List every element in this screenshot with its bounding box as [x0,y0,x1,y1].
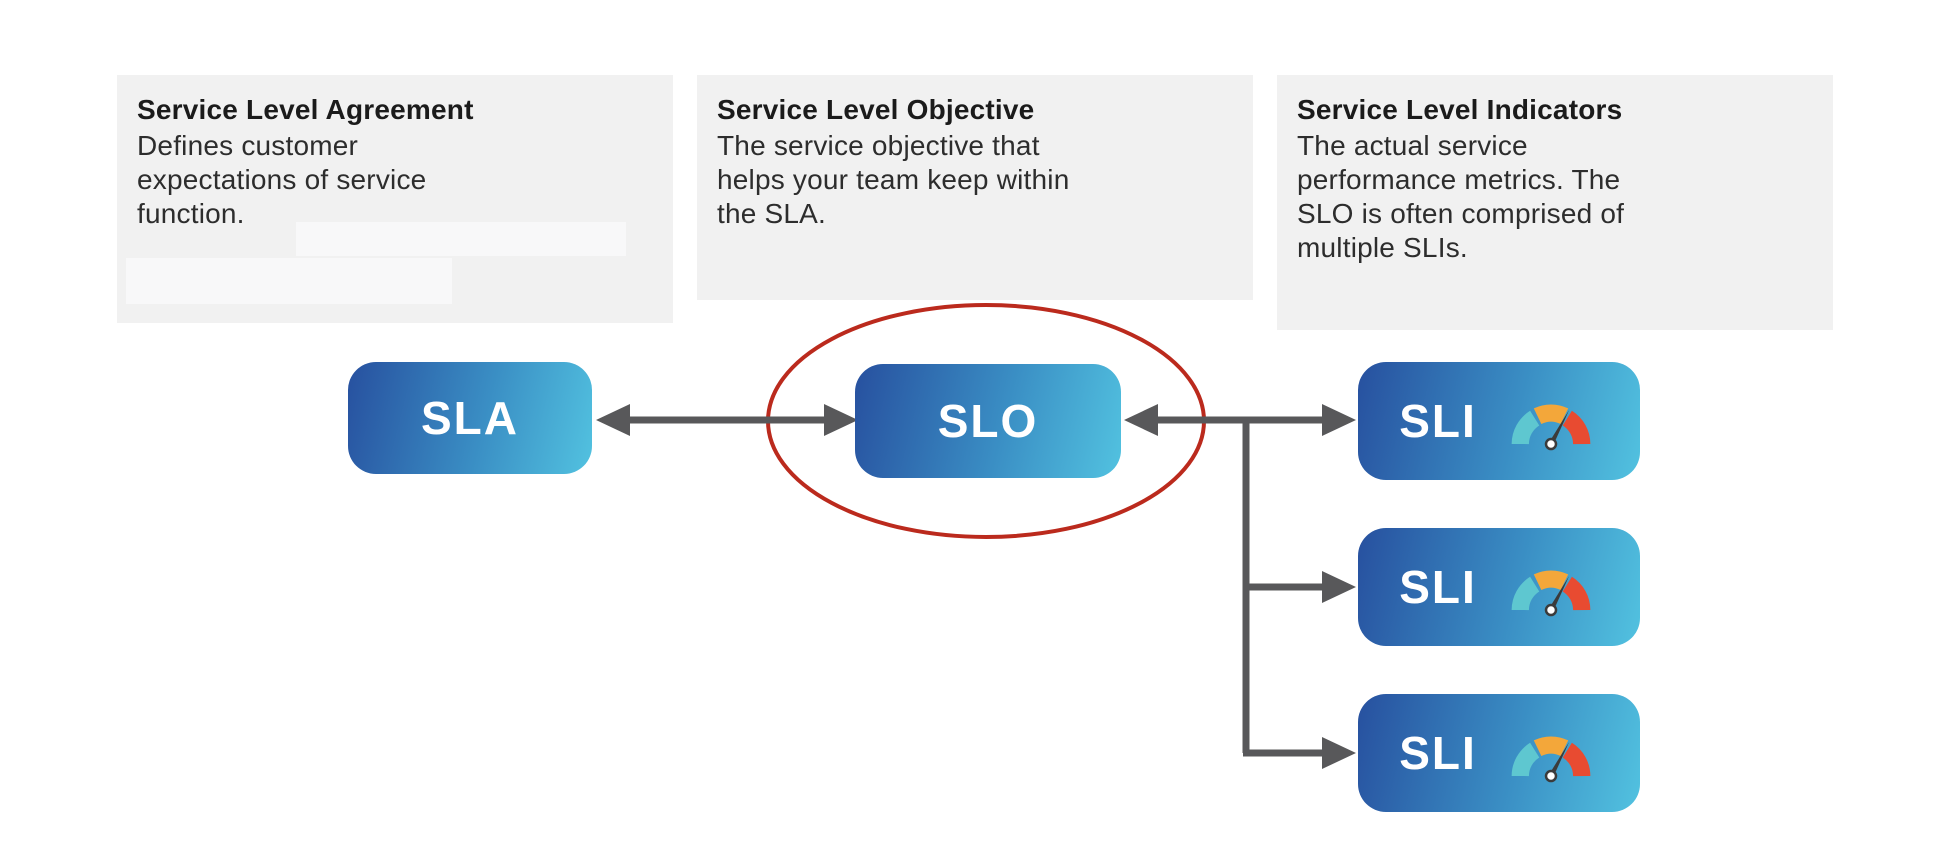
info-card-sla: Service Level Agreement Defines customer… [117,75,673,323]
arrow-slo-to-sli-branch [1124,404,1356,753]
arrow-to-sli-3 [1243,737,1356,769]
node-label: SLO [937,395,1039,447]
node-slo: SLO [855,364,1121,478]
card-title: Service Level Agreement [137,94,474,125]
node-sli-1: SLI [1358,362,1640,480]
gauge-icon [1511,570,1591,617]
info-card-sli: Service Level Indicators The actual serv… [1277,75,1833,330]
erased-text-patch [296,222,626,256]
card-title: Service Level Indicators [1297,94,1623,125]
card-body: The actual service performance metrics. … [1297,130,1625,263]
card-title: Service Level Objective [717,94,1035,125]
info-card-slo: Service Level Objective The service obje… [697,75,1253,300]
node-sla: SLA [348,362,592,474]
card-body: The service objective that helps your te… [717,130,1070,229]
node-sli-2: SLI [1358,528,1640,646]
gauge-icon [1511,736,1591,783]
arrow-to-sli-2 [1246,571,1356,603]
double-arrow-sla-slo [596,404,858,436]
node-label: SLI [1399,727,1477,779]
erased-text-patch [126,258,452,304]
node-label: SLI [1399,561,1477,613]
gauge-icon [1511,404,1591,451]
node-label: SLA [421,392,519,444]
node-label: SLI [1399,395,1477,447]
node-sli-3: SLI [1358,694,1640,812]
card-body: Defines customer expectations of service… [137,130,427,229]
